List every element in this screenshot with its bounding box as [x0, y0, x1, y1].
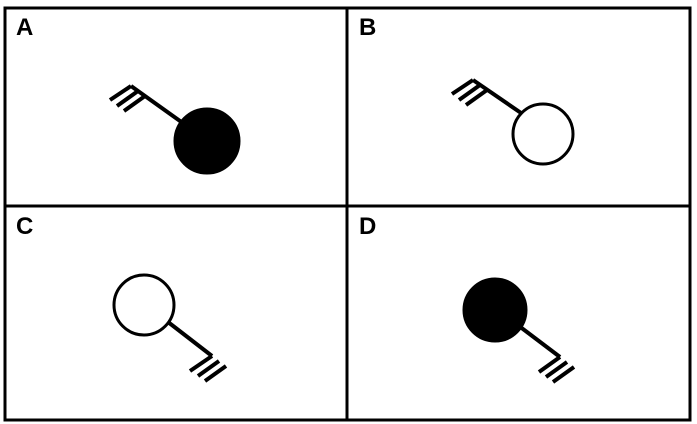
panel-a-wind-barb [108, 84, 189, 128]
panel-d-filled-circle [462, 277, 528, 343]
panel-c-label: C [16, 213, 33, 240]
panel-a-filled-circle [173, 107, 241, 175]
wind-staff [471, 78, 526, 117]
barb-3 [122, 94, 147, 113]
panel-b-label: B [359, 14, 376, 41]
panel-a-label: A [16, 14, 33, 41]
panel-c: C [16, 213, 228, 383]
panel-c-open-circle [112, 273, 176, 337]
panel-d: D [359, 213, 576, 384]
barb-2 [457, 83, 482, 102]
panel-c-wind-barb [166, 320, 228, 383]
barb-3 [203, 364, 228, 383]
panel-a: A [16, 14, 241, 175]
barb-3 [464, 88, 489, 107]
wind-staff [129, 84, 189, 128]
barb-1 [108, 84, 133, 102]
barb-2 [196, 359, 221, 378]
barb-1 [188, 354, 214, 373]
panel-b-wind-barb [450, 78, 526, 117]
panel-grid [3, 6, 692, 422]
panel-b-open-circle [511, 102, 575, 166]
barb-2 [544, 360, 569, 379]
barb-1 [537, 355, 562, 374]
barb-3 [551, 365, 576, 384]
panel-d-wind-barb [517, 324, 576, 384]
panel-d-label: D [359, 213, 376, 240]
wind-staff [166, 320, 214, 358]
barb-2 [115, 89, 140, 108]
panel-b: B [359, 14, 575, 166]
barb-1 [450, 78, 475, 96]
wind-staff [517, 324, 562, 359]
